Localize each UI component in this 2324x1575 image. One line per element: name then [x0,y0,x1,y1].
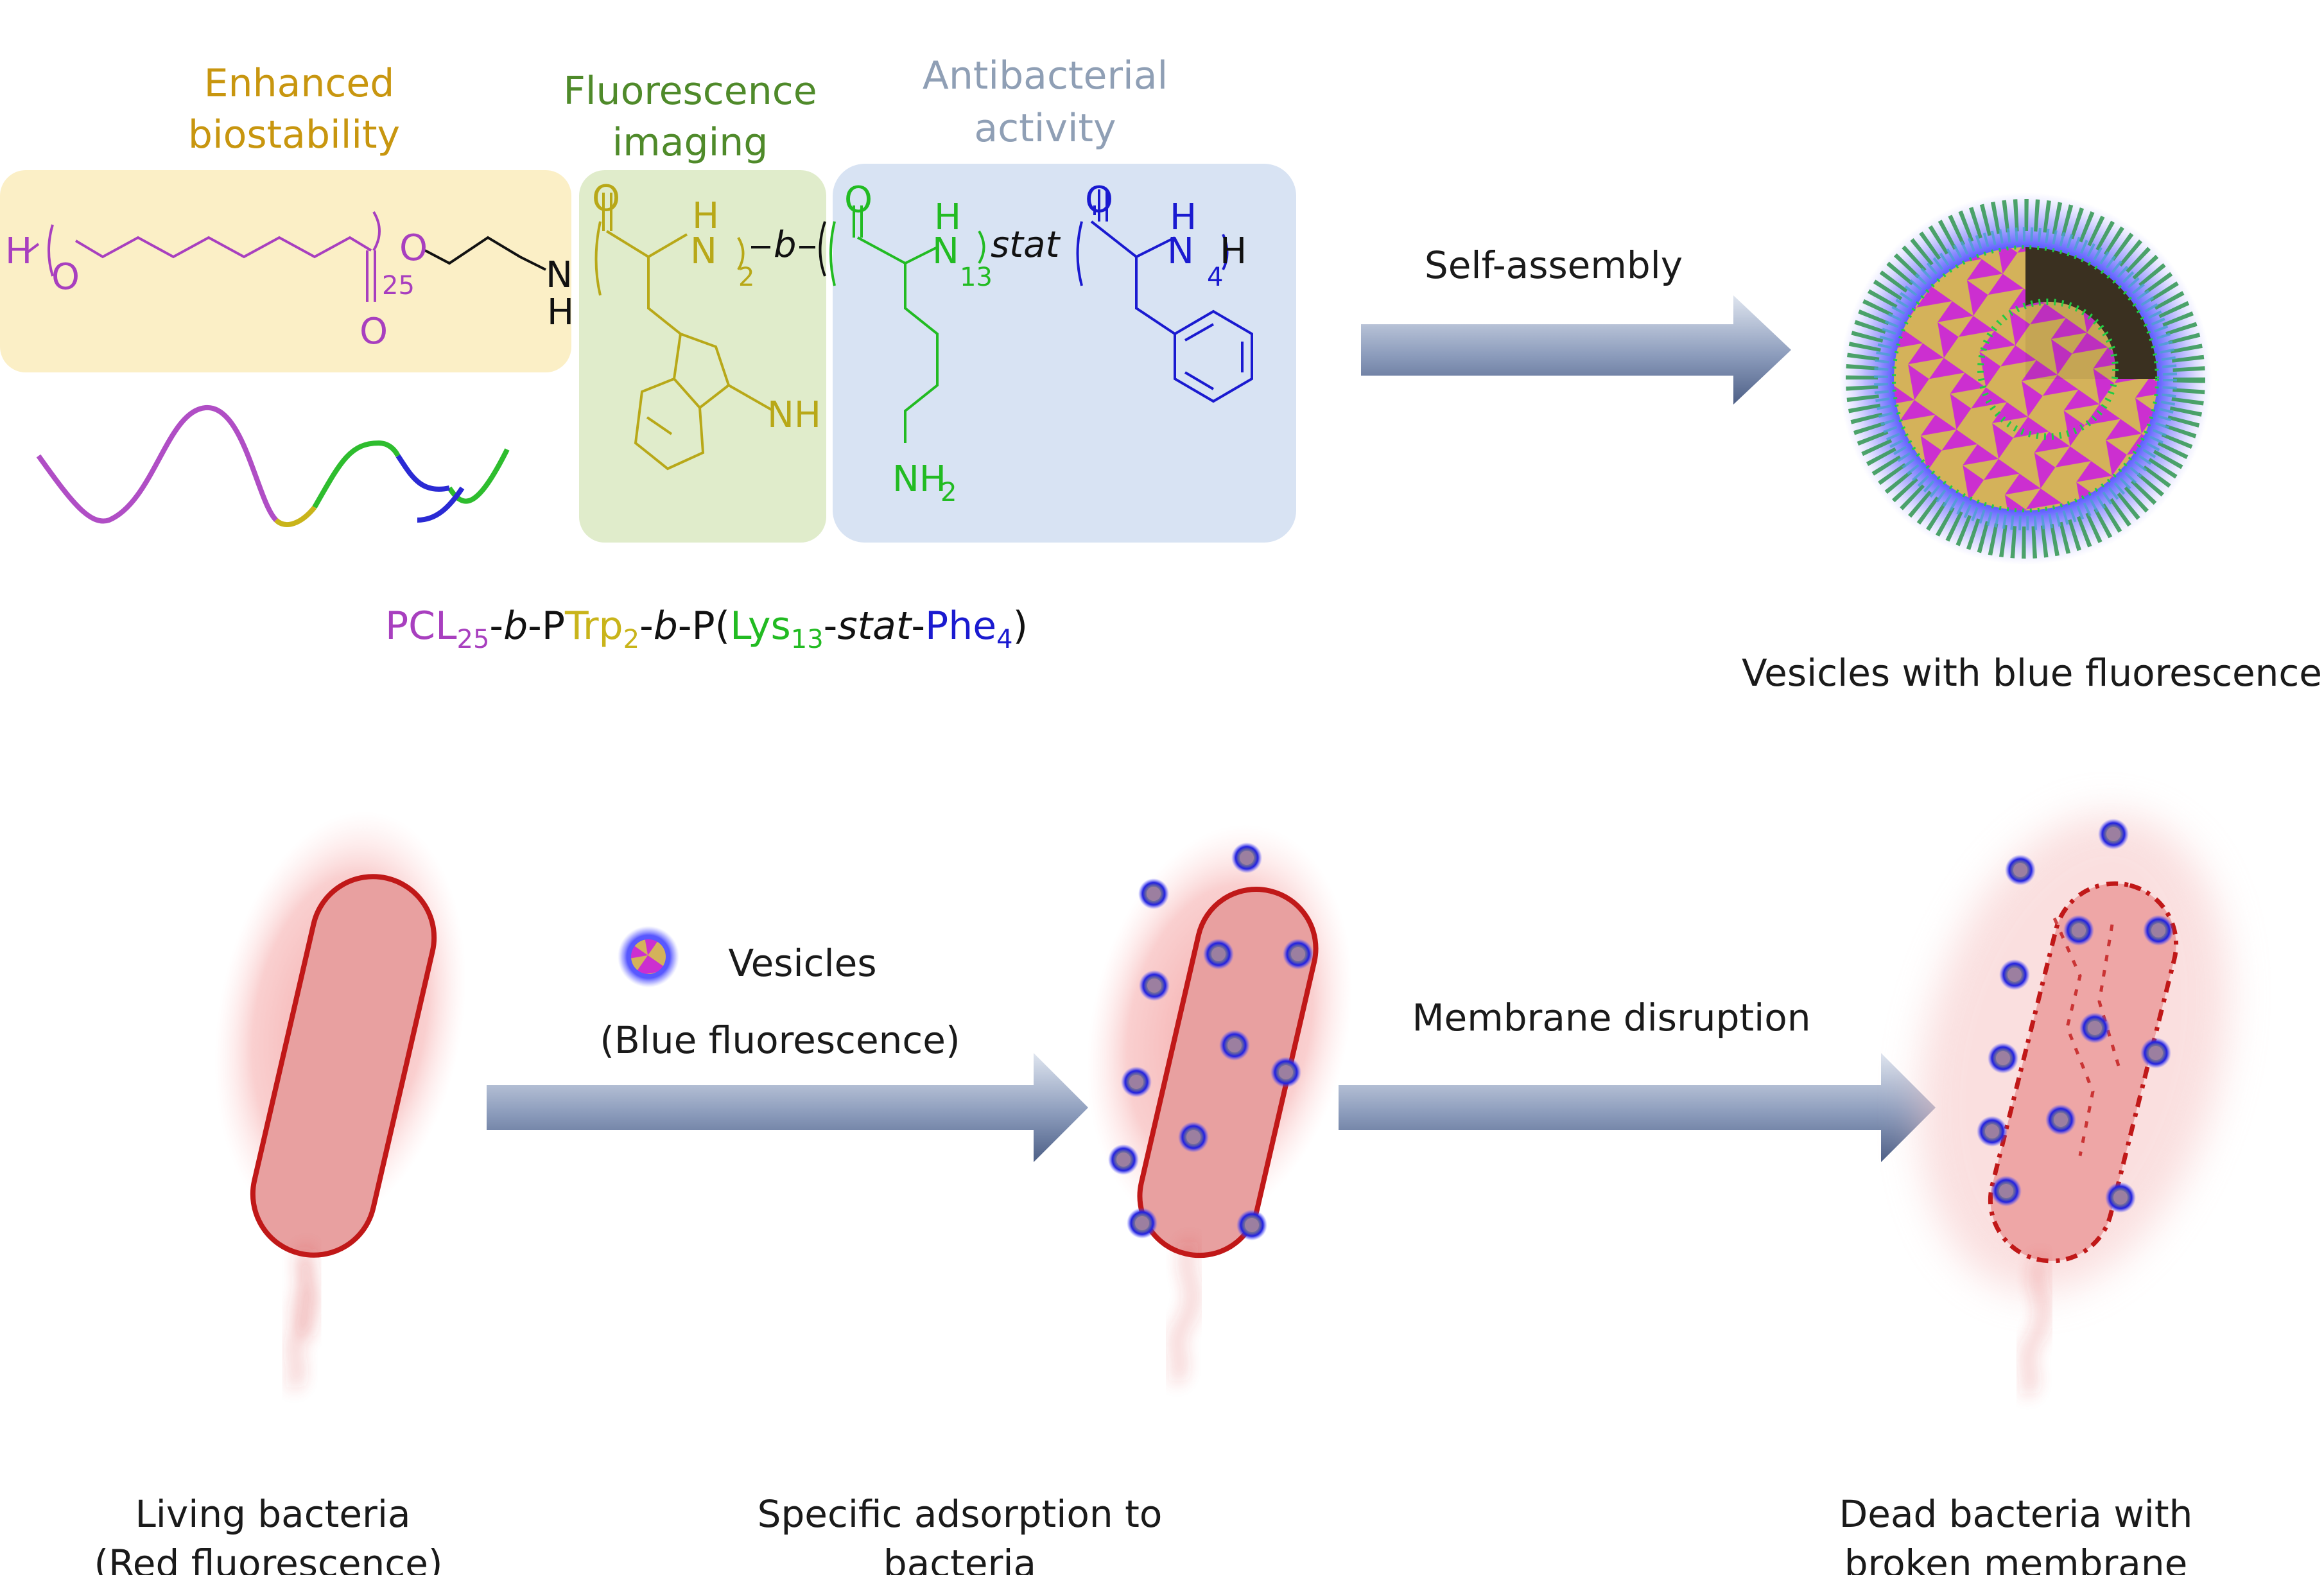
linker-bonds [424,236,546,271]
vesicle-dot-core [1279,1065,1293,1079]
trp-subscript-2: 2 [738,263,754,292]
linker-H: H [547,292,574,333]
pcl-O-ether: O [51,256,80,298]
self-assembly-arrow [1361,295,1791,405]
lys-NH2-subscript: 2 [941,478,957,507]
trp-indole-NH: NH [767,394,821,436]
lys-NH2: NH [892,458,946,500]
vesicle-dot-core [2007,968,2022,982]
living-caption-2: (Red fluorescence) [94,1542,442,1575]
stat-label: stat [991,224,1061,266]
vesicle-dot-core [1245,1218,1259,1232]
self-assembly-label: Self-assembly [1425,243,1683,287]
vesicle-dot-core [2054,1113,2068,1127]
heading-pcl-line2: biostability [188,112,400,157]
vesicle-dot-core [1135,1216,1149,1230]
heading-lys-line2: activity [974,106,1116,151]
dead-caption-2: broken membrane [1844,1542,2188,1575]
vesicle-dot-core [1985,1124,1999,1138]
pcl-block-box [0,170,571,372]
lys-structure [829,205,985,443]
vesicle-legend-icon [618,926,679,988]
vesicle-dot-core [1240,851,1254,865]
vesicle-dot-core [2013,863,2027,877]
phe-O: O [1085,179,1113,221]
living-flagellum [290,1248,314,1388]
terminal-H: H [1220,231,1247,272]
heading-trp-line1: Fluorescence [563,69,817,114]
trp-N: N [690,231,717,272]
vesicle-dot-core [1147,887,1161,901]
vesicle-dot-core [2149,1046,2163,1060]
adsorption-arrow [487,1053,1088,1162]
linker-O: O [399,227,428,269]
dead-bacterium [1918,814,2229,1395]
vesicles-label: Vesicles [728,941,876,985]
b-linker-label: b [774,224,797,266]
vesicle-dot-core [1116,1153,1131,1167]
linker-N: N [546,254,573,296]
trp-block-box [579,170,826,543]
trp-H: H [692,195,719,237]
vesicle-dot-core [1999,1184,2013,1198]
polymer-chain-yellow [274,505,317,528]
polymer-chain-purple [36,405,279,524]
adsorbed-vesicle-dots [1108,842,1314,1240]
pcl-subscript-25: 25 [382,271,415,300]
membrane-disruption-label: Membrane disruption [1412,996,1811,1040]
polymer-chain-green [312,440,510,509]
phe-structure [1076,189,1253,403]
b-linker-bond [751,221,826,277]
dead-flagellum [2024,1257,2045,1395]
phe-subscript-4: 4 [1207,263,1223,292]
disruption-arrow [1339,1053,1936,1162]
lys-N: N [932,231,959,272]
vesicle-dot-core [2106,827,2120,841]
lys-O: O [844,179,872,221]
vesicle-dot-core [1996,1051,2010,1065]
vesicle-dot-core [2088,1021,2102,1035]
lys-subscript-13: 13 [960,263,993,292]
vesicle-dot-core [1186,1130,1201,1144]
heading-trp-line2: imaging [612,120,768,165]
specific-caption-2: bacteria [883,1542,1036,1575]
vesicles-blue-caption: Vesicles with blue fluorescence [1742,651,2322,695]
living-caption-1: Living bacteria [135,1492,410,1536]
vesicle-dot-core [1211,947,1226,961]
living-bacterium [214,811,466,1388]
bacterium-with-vesicles [1087,824,1353,1382]
pcl-H: H [5,231,32,272]
vesicle-dot-core [1129,1075,1143,1089]
blue-fluorescence-label: (Blue fluorescence) [600,1018,960,1062]
vesicle-dot-core [1291,947,1305,961]
pcl-structure [24,211,381,302]
vesicle-dot-core [2113,1190,2128,1205]
heading-lys-line1: Antibacterial [923,53,1168,98]
vesicle-illustration [1839,193,2212,565]
polymer-formula: PCL25-b-PTrp2-b-P(Lys13-stat-Phe4) [385,604,1028,654]
lys-phe-block-box [833,164,1296,543]
vesicle-dot-core [2072,923,2086,937]
vesicle-dot-core [2151,923,2165,937]
trp-structure [594,193,774,471]
vesicle-dot-core [1147,979,1161,993]
vesicle-dot-core [1227,1038,1242,1052]
phe-N: N [1167,231,1194,272]
adsorbed-flagellum [1173,1241,1195,1382]
heading-pcl-line1: Enhanced [204,61,395,106]
trp-O: O [592,178,620,220]
phe-H: H [1170,196,1197,238]
polymer-chain-blue [395,454,465,523]
specific-caption-1: Specific adsorption to [758,1492,1163,1536]
dead-vesicle-dots [1977,819,2174,1213]
pcl-O-carbonyl: O [360,311,388,352]
dead-caption-1: Dead bacteria with [1839,1492,2193,1536]
lys-H: H [934,196,961,238]
